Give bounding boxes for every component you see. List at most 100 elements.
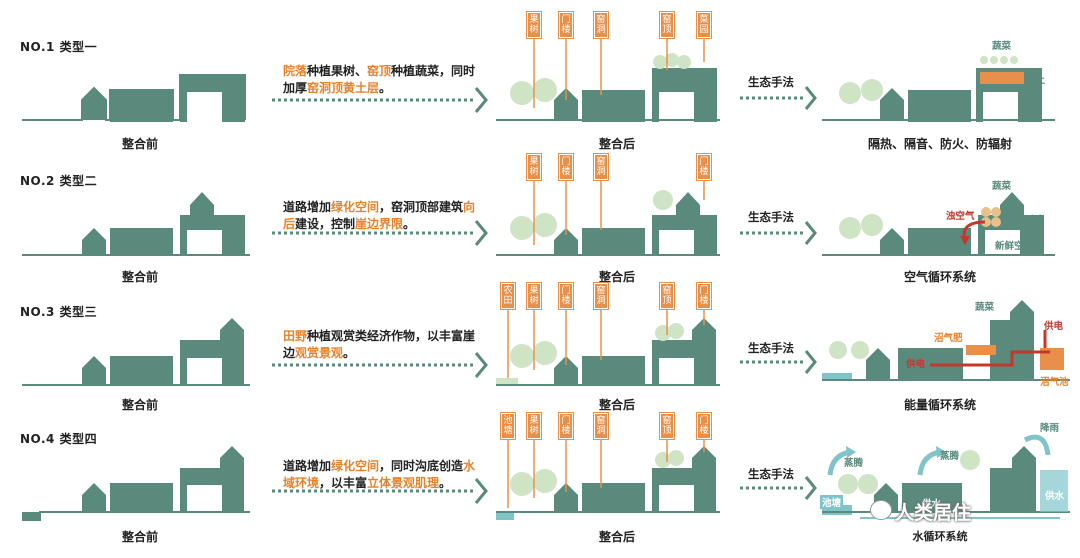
row2-result [822, 192, 1055, 256]
row1-after-caption: 整合后 [598, 137, 635, 151]
row1-label: NO.1 类型一 [20, 40, 98, 54]
row4-tag-0: 池塘 [501, 413, 515, 439]
description-text: 建设，控制 [295, 217, 356, 231]
watermark: 人类居住 [895, 502, 972, 524]
row3-result-label-power-2: 供电 [906, 359, 926, 370]
row4-result [822, 434, 1070, 519]
highlight-text: 立体景观肌理 [367, 476, 440, 490]
row4-tag-4: 窑顶 [660, 413, 674, 439]
row3-after-caption: 整合后 [598, 398, 635, 412]
highlight-text: 绿化空间 [331, 200, 380, 214]
row2-description: 道路增加绿化空间，窑洞顶部建筑向后建设，控制崖边界限。 [283, 199, 483, 233]
row2-before [22, 192, 250, 256]
highlight-text: 向后 [283, 200, 476, 231]
row4-tag-2: 门楼 [559, 413, 573, 439]
row2-tag-3: 门楼 [697, 154, 711, 180]
row2-result-label-fresh-air: 新鲜空气 [995, 241, 1034, 252]
row3-before [22, 318, 250, 386]
row2-after-caption: 整合后 [598, 270, 635, 284]
highlight-text: 绿化空间 [331, 459, 380, 473]
description-text: 。 [343, 346, 356, 360]
row4-tag-1: 果树 [527, 413, 541, 439]
row4-tag-5: 门楼 [697, 413, 711, 439]
row1-description: 院落种植果树、窑顶种植蔬菜，同时加厚窑洞顶黄土层。 [283, 63, 483, 97]
row3-after [496, 298, 720, 386]
row3-tag-5: 门楼 [697, 283, 711, 309]
row2-result-caption: 空气循环系统 [903, 270, 976, 284]
row4-result-label-supply-1: 供水 [922, 499, 942, 510]
row3-description: 田野种植观赏类经济作物，以丰富崖边观赏景观。 [283, 328, 483, 362]
highlight-text: 田野 [283, 329, 308, 343]
row1-result-caption: 隔热、隔音、防火、防辐射 [867, 137, 1012, 151]
row4-result-label-rainfall: 降雨 [1040, 423, 1060, 434]
row3-tag-2: 门楼 [559, 283, 573, 309]
row2-tag-2: 窑洞 [594, 154, 608, 180]
description-text: 道路增加 [283, 200, 332, 214]
highlight-text: 窑洞顶黄土层 [307, 81, 380, 95]
row1-tag-0: 果树 [527, 12, 541, 38]
row4-result-label-supply-2: 供水 [1045, 491, 1065, 502]
row2-result-label-vegetables: 蔬菜 [992, 181, 1012, 192]
description-text: 种植果树、 [307, 64, 368, 78]
row2-tag-0: 果树 [527, 154, 541, 180]
row3-label: NO.3 类型三 [20, 305, 98, 319]
row3-before-caption: 整合前 [121, 398, 158, 412]
row1-after [496, 38, 720, 122]
highlight-text: 水域环境 [283, 459, 476, 490]
row4-arrow [272, 478, 488, 504]
row2-method-arrow [740, 221, 817, 245]
row3-result-label-power-1: 供电 [1044, 321, 1064, 332]
description-text: 种植蔬菜，同时加厚 [283, 64, 476, 95]
row2-arrow [272, 220, 488, 246]
description-text: ，窑洞顶部建筑 [379, 200, 464, 214]
row2-before-caption: 整合前 [121, 270, 158, 284]
row1-method-arrow [740, 86, 817, 110]
row3-tag-4: 窑顶 [660, 283, 674, 309]
row3-arrow [272, 352, 488, 378]
row1-method-label: 生态手法 [748, 75, 794, 89]
row3-result-caption: 能量循环系统 [903, 398, 976, 412]
row3-tag-3: 窑洞 [594, 283, 608, 309]
row3-method-arrow [740, 350, 817, 374]
row1-result [822, 56, 1055, 122]
row4-tag-3: 窑洞 [594, 413, 608, 439]
row4-before-caption: 整合前 [121, 530, 158, 544]
row2-result-label-dirty-air: 浊空气 [946, 211, 975, 222]
row2-result-label-filter: 过滤 [1025, 215, 1045, 226]
highlight-text: 窑顶 [367, 64, 392, 78]
row1-tag-4: 菜园 [697, 12, 711, 38]
description-text: ，以丰富 [319, 476, 368, 490]
row1-result-label-loess: 黄土 [1026, 75, 1046, 86]
description-text: 。 [379, 81, 392, 95]
row4-label: NO.4 类型四 [20, 432, 98, 446]
row2-tag-1: 门楼 [559, 154, 573, 180]
row4-after [496, 425, 720, 520]
row3-method-label: 生态手法 [748, 341, 794, 355]
row4-result-label-transpiration-2: 蒸腾 [940, 451, 960, 462]
row1-arrow [272, 87, 488, 113]
row1-tag-2: 窑洞 [594, 12, 608, 38]
row3-result-label-biogas-tank: 沼气池 [1040, 377, 1069, 388]
row1-tag-3: 窑顶 [660, 12, 674, 38]
row3-result-label-vegetables: 蔬菜 [975, 302, 995, 313]
row2-label: NO.2 类型二 [20, 174, 98, 188]
row1-before-caption: 整合前 [121, 137, 158, 151]
row3-result-label-biogas-fertilizer: 沼气肥 [934, 333, 963, 344]
description-text: 。 [439, 476, 452, 490]
highlight-text: 崖边界限 [355, 217, 404, 231]
row4-result-label-pond: 池塘 [820, 495, 844, 509]
row4-method-arrow [740, 476, 817, 500]
description-text: ，同时沟底创造 [379, 459, 464, 473]
row4-result-label-transpiration-1: 蒸腾 [844, 458, 864, 469]
row2-method-label: 生态手法 [748, 210, 794, 224]
highlight-text: 院落 [283, 64, 308, 78]
row4-after-caption: 整合后 [598, 530, 635, 544]
description-text: 道路增加 [283, 459, 332, 473]
row4-before [22, 446, 250, 521]
row3-result [822, 300, 1070, 381]
highlight-text: 观赏景观 [295, 346, 344, 360]
row3-tag-0: 农田 [501, 283, 515, 309]
row3-tag-1: 果树 [527, 283, 541, 309]
description-text: 。 [403, 217, 416, 231]
